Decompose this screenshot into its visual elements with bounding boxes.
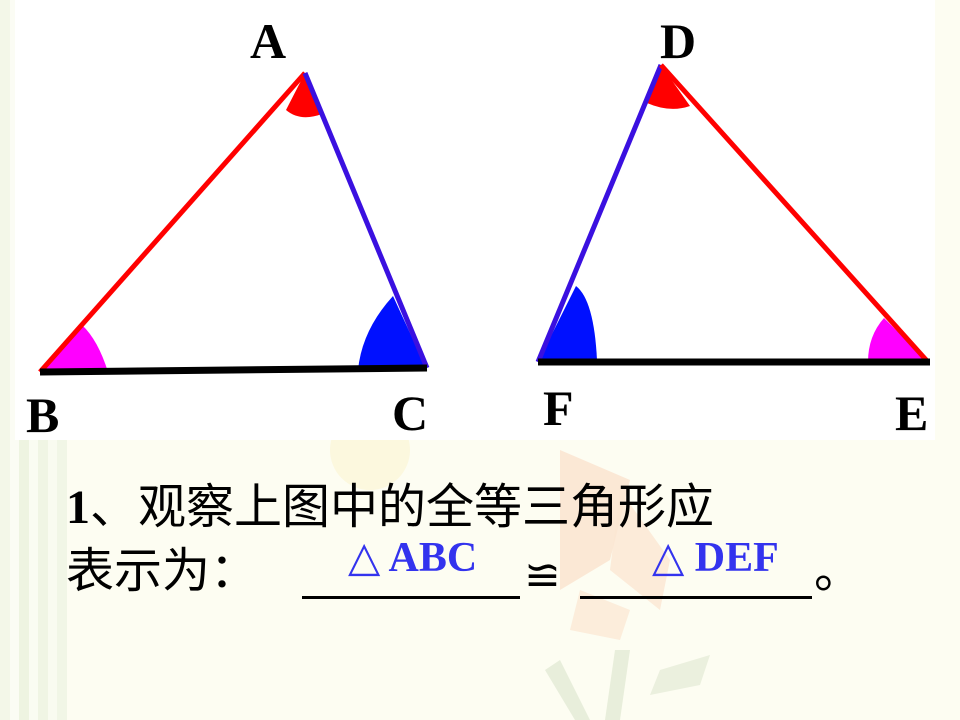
vertex-label-b: B [26,387,59,440]
triangle-def: D E F [535,13,930,440]
angle-b-marker [40,325,108,372]
side-ac [302,72,430,369]
answer-blank-1[interactable] [302,540,520,599]
angle-a-marker [286,73,322,118]
side-bc [39,364,428,376]
answer-prefix: 表示为： [66,545,259,598]
side-df [535,64,664,363]
question-line-1: 1、观察上图中的全等三角形应 [66,476,714,540]
period: 。 [814,545,863,598]
vertex-label-d: D [660,13,696,69]
question-number: 1 [66,481,90,534]
answer-blank-2[interactable] [580,540,812,599]
figure-panel: A B C D E F [15,0,935,440]
side-de [659,63,930,364]
vertex-label-a: A [250,13,286,69]
angle-e-marker [868,318,928,362]
answer-2-text: △ DEF [652,535,779,581]
congruent-triangles-figure: A B C D E F [26,13,930,440]
side-ab [38,71,307,374]
answer-1-text: △ ABC [348,535,478,581]
question-block: 1、观察上图中的全等三角形应 表示为： △ ABC ≌ △ DEF 。 [66,476,862,604]
question-line-2: 表示为： △ ABC ≌ △ DEF 。 [66,535,862,604]
vertex-label-f: F [543,380,574,436]
angle-f-marker [538,286,597,362]
question-text: 、观察上图中的全等三角形应 [90,481,715,534]
vertex-label-e: E [895,385,928,440]
triangle-abc: A B C [26,13,430,440]
vertex-label-c: C [392,385,428,440]
flower-watermark [330,440,710,720]
angle-c-marker [358,296,427,370]
congruent-symbol: ≌ [524,551,561,600]
